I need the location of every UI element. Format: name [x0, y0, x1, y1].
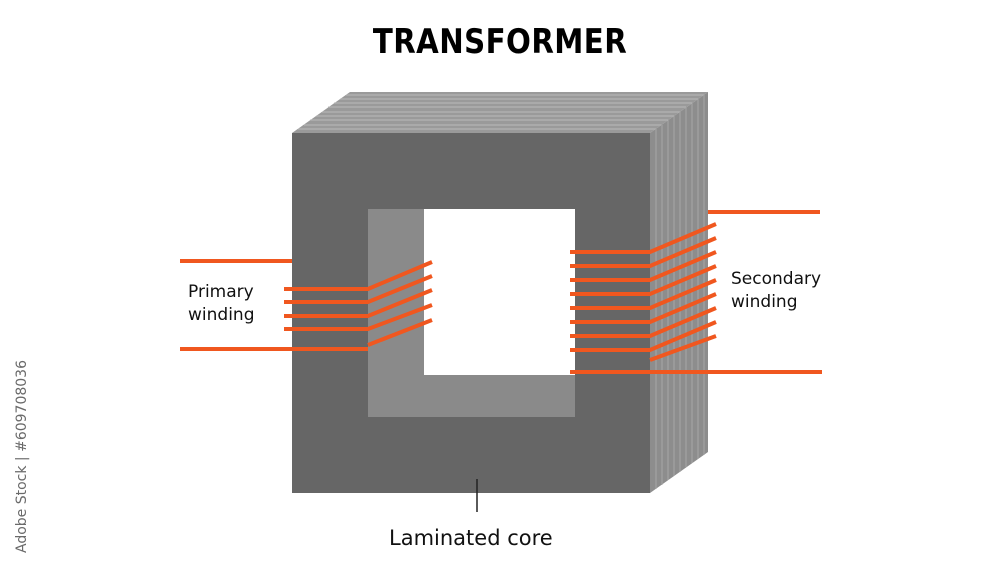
primary-turn-3	[284, 288, 433, 318]
secondary-turn-8	[570, 320, 717, 352]
primary-turn-5	[367, 318, 433, 347]
secondary-winding-label: Secondary winding	[731, 268, 821, 314]
primary-winding	[180, 259, 433, 351]
secondary-turn-9	[649, 334, 717, 362]
secondary-turn-7	[570, 306, 717, 338]
secondary-label-line2: winding	[731, 292, 798, 312]
core-front-face	[292, 133, 650, 493]
secondary-turn-3	[570, 250, 717, 282]
stock-id-text: Adobe Stock | #609708036	[14, 360, 30, 553]
secondary-turn-4	[570, 264, 717, 296]
primary-turn-4	[284, 303, 433, 331]
secondary-winding	[570, 210, 822, 374]
primary-label-line2: winding	[188, 305, 255, 325]
primary-label-line1: Primary	[188, 282, 254, 302]
primary-winding-label: Primary winding	[188, 281, 254, 327]
core-window-opening	[424, 209, 575, 375]
core-side-face	[650, 92, 708, 493]
secondary-turn-6	[570, 292, 717, 324]
secondary-turn-5	[570, 278, 717, 310]
primary-turn-2	[284, 274, 433, 304]
core-top-laminations	[298, 94, 704, 130]
secondary-label-line1: Secondary	[731, 269, 822, 289]
core-window-depth	[368, 209, 575, 417]
stock-id-caption: Adobe Stock | #609708036	[14, 328, 34, 558]
laminated-core-label: Laminated core	[389, 526, 553, 550]
secondary-turn-1	[570, 222, 717, 254]
primary-turn-1	[284, 260, 433, 291]
page-title: TRANSFORMER	[372, 22, 628, 62]
secondary-turn-2	[570, 236, 717, 268]
